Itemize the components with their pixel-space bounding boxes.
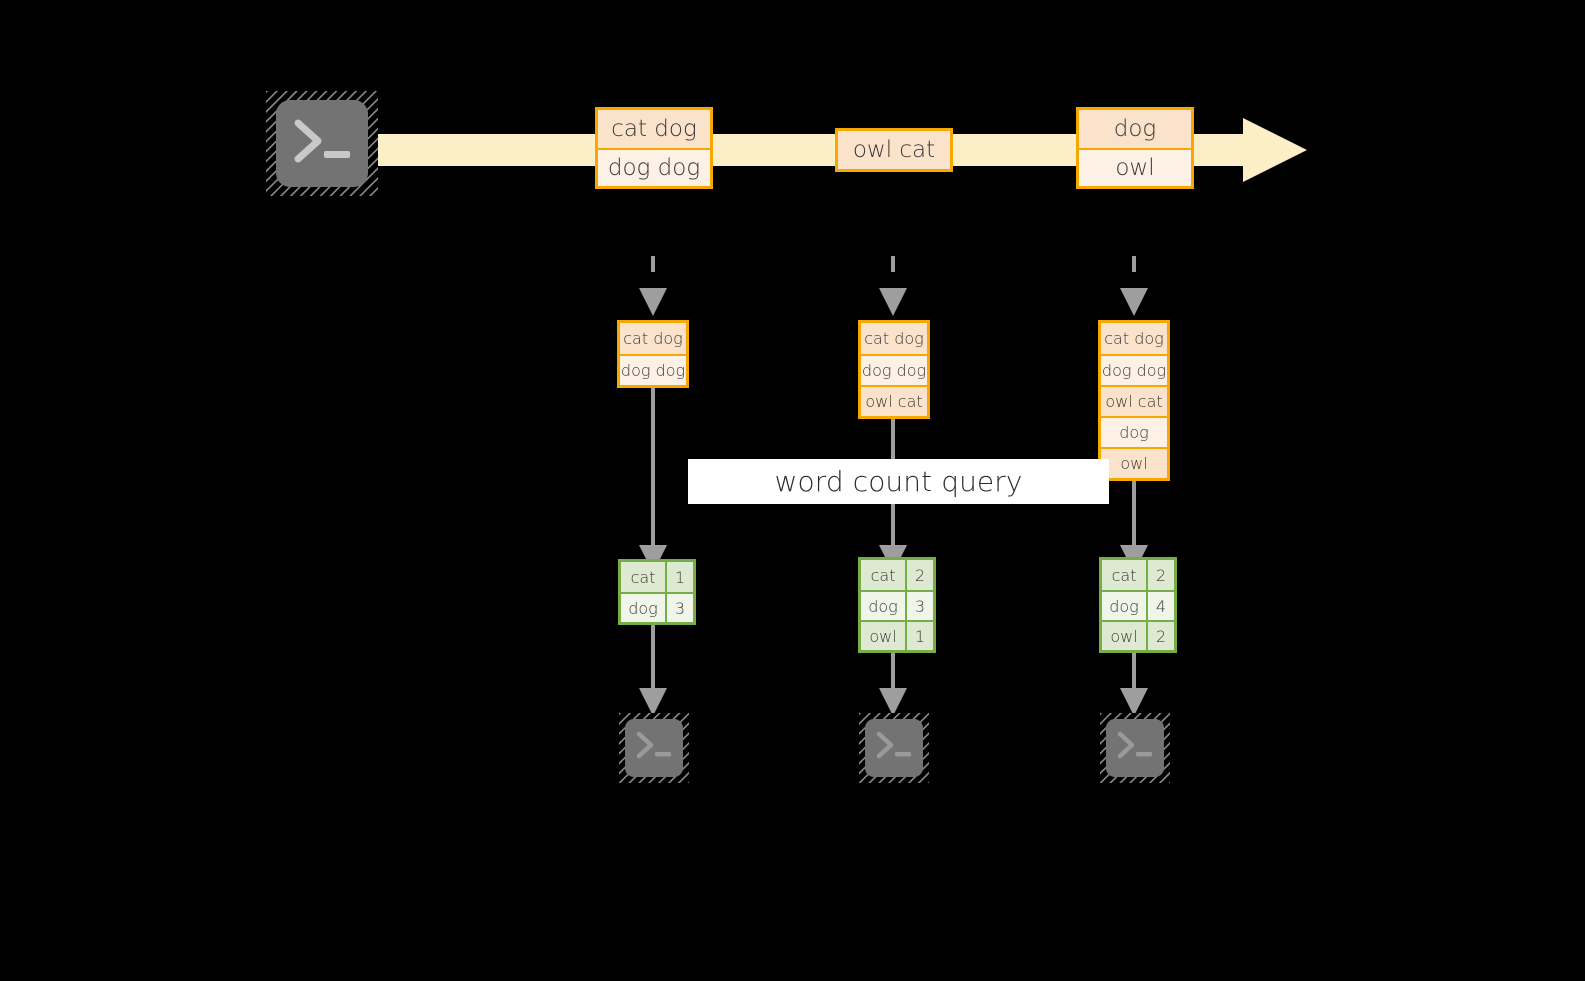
result-word: owl [1102,622,1148,650]
stream-line: owl [1079,148,1191,186]
stream-line: owl cat [838,131,950,169]
trigger-connectors [651,256,1136,282]
table-row: owl 1 [861,620,933,650]
table-row: dog 3 [621,592,693,622]
sink-terminal-icon-2 [859,713,929,783]
query-label-band: word count query [688,459,1109,504]
state-line: dog dog [861,354,927,385]
query-label: word count query [774,465,1023,498]
state-line: cat dog [1101,323,1167,354]
source-terminal-icon [266,91,378,196]
stream-batch-3[interactable]: dog owl [1076,107,1194,189]
table-row: owl 2 [1102,620,1174,650]
stream-line: dog dog [598,148,710,186]
result-table-trigger-1[interactable]: cat 1 dog 3 [618,559,696,625]
table-row: dog 4 [1102,590,1174,620]
stream-line: cat dog [598,110,710,148]
result-count: 3 [667,594,693,622]
sink-terminal-icon-1 [619,713,689,783]
result-word: cat [861,560,907,590]
result-word: cat [621,562,667,592]
result-word: cat [1102,560,1148,590]
sink-terminal-icon-3 [1100,713,1170,783]
stream-batch-1[interactable]: cat dog dog dog [595,107,713,189]
state-line: cat dog [620,323,686,354]
result-word: owl [861,622,907,650]
table-row: cat 2 [1102,560,1174,590]
state-line: dog dog [1101,354,1167,385]
state-line: owl [1101,447,1167,478]
table-row: cat 1 [621,562,693,592]
state-line: dog [1101,416,1167,447]
state-box-trigger-2[interactable]: cat dog dog dog owl cat [858,320,930,419]
state-line: cat dog [861,323,927,354]
state-line: owl cat [861,385,927,416]
result-word: dog [1102,592,1148,620]
result-word: dog [861,592,907,620]
state-box-trigger-3[interactable]: cat dog dog dog owl cat dog owl [1098,320,1170,481]
stream-line: dog [1079,110,1191,148]
result-count: 4 [1148,592,1174,620]
result-count: 2 [907,560,933,590]
result-table-trigger-2[interactable]: cat 2 dog 3 owl 1 [858,557,936,653]
trigger-arrowheads [639,288,1148,316]
table-row: cat 2 [861,560,933,590]
result-count: 2 [1148,560,1174,590]
result-to-sink-arrowheads [639,688,1148,716]
result-to-sink-connectors [651,620,1136,688]
result-word: dog [621,594,667,622]
result-count: 1 [907,622,933,650]
table-row: dog 3 [861,590,933,620]
result-table-trigger-3[interactable]: cat 2 dog 4 owl 2 [1099,557,1177,653]
stream-batch-2[interactable]: owl cat [835,128,953,172]
state-line: dog dog [620,354,686,385]
result-count: 2 [1148,622,1174,650]
result-count: 3 [907,592,933,620]
state-line: owl cat [1101,385,1167,416]
state-box-trigger-1[interactable]: cat dog dog dog [617,320,689,388]
result-count: 1 [667,562,693,592]
